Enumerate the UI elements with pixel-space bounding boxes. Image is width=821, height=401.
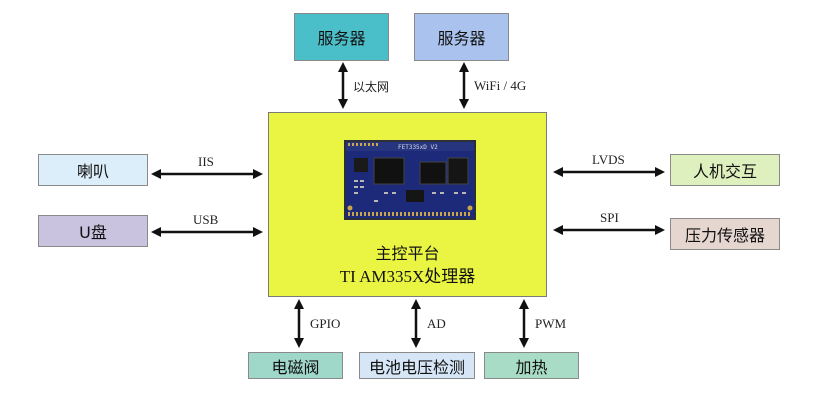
speaker-box: 喇叭	[38, 154, 148, 186]
label-lvds: LVDS	[592, 152, 625, 167]
pressure-sensor-box: 压力传感器	[670, 218, 780, 250]
label-wifi-4g: WiFi / 4G	[474, 78, 527, 93]
label-spi: SPI	[600, 210, 619, 225]
solenoid-valve-box: 电磁阀	[248, 352, 343, 379]
udisk-box: U盘	[38, 215, 148, 247]
label-iis: IIS	[198, 154, 214, 169]
label-pwm: PWM	[535, 316, 567, 331]
center-title-line1: 主控平台	[375, 244, 440, 263]
battery-detect-box: 电池电压检测	[359, 352, 475, 379]
server-box-right: 服务器	[414, 13, 509, 61]
center-title-line2: TI AM335X处理器	[339, 267, 476, 286]
server-box-left: 服务器	[294, 13, 389, 61]
som-board-image: FET335xD V2	[344, 140, 476, 220]
heating-box: 加热	[484, 352, 579, 379]
board-silkscreen: FET335xD V2	[398, 144, 438, 151]
label-ad: AD	[427, 316, 446, 331]
hmi-box: 人机交互	[670, 154, 780, 186]
label-ethernet: 以太网	[353, 80, 390, 94]
label-gpio: GPIO	[310, 316, 341, 331]
label-usb: USB	[193, 212, 219, 227]
